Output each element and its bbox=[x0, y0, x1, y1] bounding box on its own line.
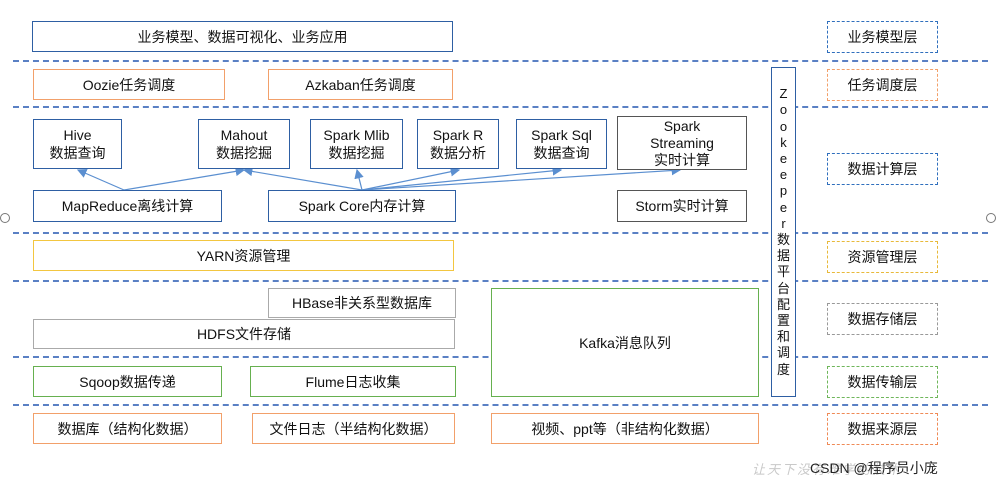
zookeeper-char: k bbox=[780, 134, 787, 150]
zookeeper-char: o bbox=[779, 118, 788, 134]
hdfs-box: HDFS文件存储 bbox=[33, 319, 455, 349]
zookeeper-char: e bbox=[779, 150, 788, 166]
oozie-box: Oozie任务调度 bbox=[33, 69, 225, 100]
separator-4 bbox=[13, 280, 988, 282]
watermark: CSDN @程序员小庞 bbox=[810, 460, 938, 476]
separator-1 bbox=[13, 60, 988, 62]
mapreduce-box: MapReduce离线计算 bbox=[33, 190, 222, 222]
mahout-box: Mahout 数据挖掘 bbox=[198, 119, 290, 169]
database-source-box: 数据库（结构化数据） bbox=[33, 413, 222, 444]
zookeeper-char: e bbox=[779, 199, 788, 215]
arrow-sparkcore-mahout bbox=[242, 166, 363, 191]
zookeeper-char: r bbox=[781, 215, 786, 231]
spark-sql-box: Spark Sql 数据查询 bbox=[516, 119, 607, 169]
zookeeper-char: 配 bbox=[776, 296, 790, 312]
hive-box: Hive 数据查询 bbox=[33, 119, 122, 169]
zookeeper-char: 和 bbox=[776, 329, 790, 345]
file-log-source-box: 文件日志（半结构化数据） bbox=[252, 413, 455, 444]
arrow-mapreduce-hive bbox=[76, 168, 125, 191]
business-apps-box: 业务模型、数据可视化、业务应用 bbox=[32, 21, 453, 52]
zookeeper-char: p bbox=[779, 183, 788, 199]
arrow-mapreduce-mahout bbox=[123, 166, 246, 191]
yarn-box: YARN资源管理 bbox=[33, 240, 454, 271]
zookeeper-char: 置 bbox=[776, 313, 790, 329]
azkaban-box: Azkaban任务调度 bbox=[268, 69, 453, 100]
arrow-sparkcore-mlib bbox=[354, 168, 364, 191]
left-handle[interactable] bbox=[0, 213, 10, 223]
watermark-faint: 让天下没有难学的技术 bbox=[752, 462, 903, 477]
separator-2 bbox=[13, 106, 988, 108]
spark-streaming-box: Spark Streaming 实时计算 bbox=[617, 116, 747, 170]
layer-storage: 数据存储层 bbox=[827, 303, 938, 335]
sqoop-box: Sqoop数据传递 bbox=[33, 366, 222, 397]
spark-core-box: Spark Core内存计算 bbox=[268, 190, 456, 222]
zookeeper-char: 度 bbox=[776, 361, 790, 377]
arrow-sparkcore-sparkr bbox=[361, 166, 461, 191]
spark-mlib-box: Spark Mlib 数据挖掘 bbox=[310, 119, 403, 169]
separator-3 bbox=[13, 232, 988, 234]
kafka-box: Kafka消息队列 bbox=[491, 288, 759, 397]
zookeeper-char: 调 bbox=[776, 345, 790, 361]
separator-6 bbox=[13, 404, 988, 406]
zookeeper-char: e bbox=[779, 167, 788, 183]
layer-resource: 资源管理层 bbox=[827, 241, 938, 273]
arrow-sparkcore-streaming bbox=[361, 165, 682, 191]
layer-source: 数据来源层 bbox=[827, 413, 938, 445]
zookeeper-char: 据 bbox=[776, 248, 790, 264]
zookeeper-char: Z bbox=[779, 86, 788, 102]
flume-box: Flume日志收集 bbox=[250, 366, 456, 397]
arrow-sparkcore-sparksql bbox=[361, 166, 563, 191]
layer-transport: 数据传输层 bbox=[827, 366, 938, 398]
hbase-box: HBase非关系型数据库 bbox=[268, 288, 456, 318]
video-source-box: 视频、ppt等（非结构化数据） bbox=[491, 413, 759, 444]
storm-box: Storm实时计算 bbox=[617, 190, 747, 222]
zookeeper-char: 平 bbox=[776, 264, 790, 280]
layer-business-model: 业务模型层 bbox=[827, 21, 938, 53]
spark-r-box: Spark R 数据分析 bbox=[417, 119, 499, 169]
layer-compute: 数据计算层 bbox=[827, 153, 938, 185]
layer-scheduling: 任务调度层 bbox=[827, 69, 938, 101]
zookeeper-char: o bbox=[779, 102, 788, 118]
zookeeper-char: 数 bbox=[776, 232, 790, 247]
zookeeper-char: 台 bbox=[776, 280, 790, 296]
